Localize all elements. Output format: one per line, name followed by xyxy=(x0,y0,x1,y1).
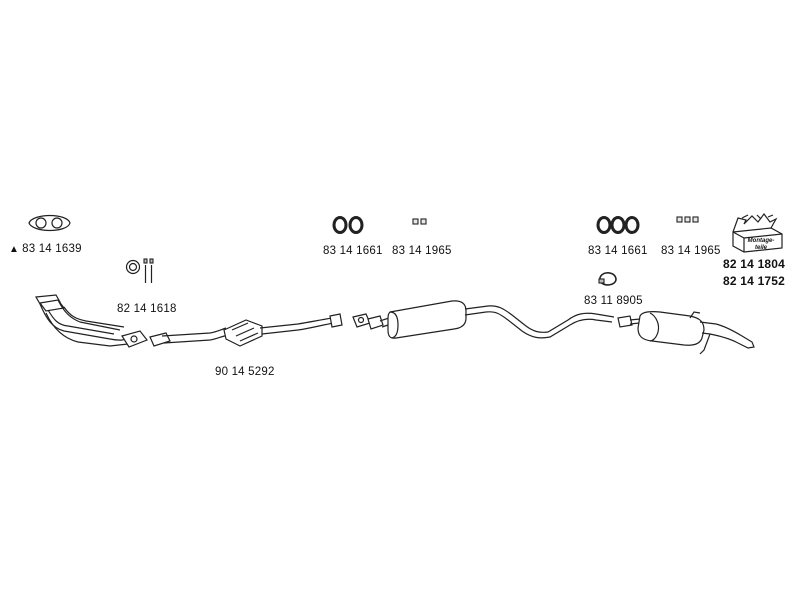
part-label-manifold-gasket: ▲83 14 1639 xyxy=(9,243,82,256)
part-label-clamp-ring: 83 11 8905 xyxy=(584,295,643,307)
part-label-mount-clips-b: 83 14 1965 xyxy=(661,245,721,257)
rubber-hanger-icon xyxy=(332,216,364,234)
part-label-catalytic-pipe: 90 14 5292 xyxy=(215,366,275,378)
manifold-gasket-icon xyxy=(28,214,71,232)
kit-box-label-1: Montage- xyxy=(748,238,775,244)
rear-silencer-icon xyxy=(617,311,755,355)
part-number: 83 14 1639 xyxy=(22,243,82,255)
pipe-clamp-icon xyxy=(598,272,617,286)
middle-silencer-icon xyxy=(379,300,615,339)
front-downpipe-icon xyxy=(35,294,148,348)
clamp-and-bolts-icon xyxy=(125,258,154,283)
mount-clip-icon xyxy=(412,218,427,225)
warning-triangle-icon: ▲ xyxy=(9,244,20,255)
part-label-rubber-hangers-b: 83 14 1661 xyxy=(588,245,648,257)
rubber-hanger-icon xyxy=(596,216,640,234)
part-label-rubber-hangers-a: 83 14 1661 xyxy=(323,245,383,257)
mounting-kit-box-icon xyxy=(732,213,783,253)
catalytic-converter-pipe-icon xyxy=(149,313,343,347)
flange-gasket-icon xyxy=(352,313,384,330)
part-label-mounting-kit-2: 82 14 1752 xyxy=(723,274,786,288)
kit-box-label-2: teile xyxy=(755,245,768,251)
part-label-mounting-kit-1: 82 14 1804 xyxy=(723,257,786,271)
part-label-mount-clips-a: 83 14 1965 xyxy=(392,245,452,257)
mount-clip-icon xyxy=(676,216,699,223)
part-label-clamp-bolts: 82 14 1618 xyxy=(117,303,177,315)
